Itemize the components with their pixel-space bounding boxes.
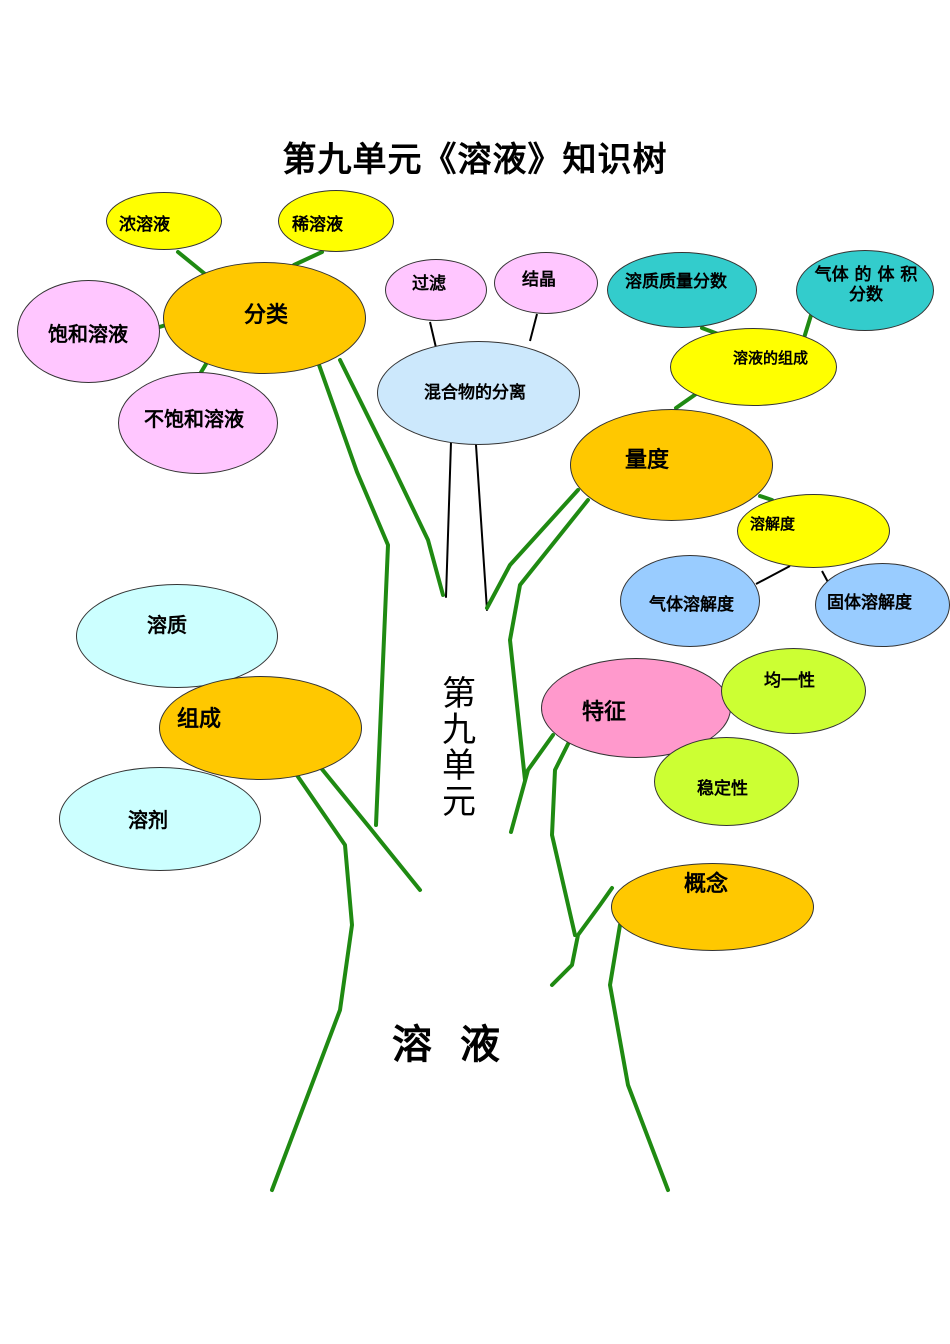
dilute-solution-node[interactable]: 稀溶液 (278, 190, 394, 252)
feature-branch-2 (550, 738, 577, 937)
concentrated-solution-node[interactable]: 浓溶液 (106, 192, 222, 250)
solid-solubility-node[interactable]: 固体溶解度 (815, 563, 950, 647)
unit-label: 第九单元 (442, 674, 476, 822)
saturated-solution-node[interactable]: 饱和溶液 (17, 280, 160, 383)
saturated-solution-label: 饱和溶液 (48, 322, 128, 346)
concept-node[interactable]: 概念 (611, 863, 814, 951)
gas-solubility-label: 气体溶解度 (649, 595, 734, 615)
classification-branch-1 (316, 360, 390, 827)
stability-label: 稳定性 (697, 779, 748, 799)
composition-of-solution-label: 溶液的组成 (733, 349, 809, 367)
solute-node[interactable]: 溶质 (76, 584, 278, 688)
classification-label: 分类 (244, 303, 289, 328)
twig-dilute (292, 250, 324, 267)
feature-branch-1 (509, 733, 555, 834)
solubility-node[interactable]: 溶解度 (737, 494, 890, 568)
uniformity-label: 均一性 (764, 671, 815, 691)
gas-solubility-node[interactable]: 气体溶解度 (620, 555, 760, 647)
solubility-label: 溶解度 (750, 515, 796, 533)
solid-solubility-label: 固体溶解度 (827, 593, 912, 613)
separation-line-left (445, 441, 452, 598)
filtration-label: 过滤 (412, 274, 446, 294)
crystallization-node[interactable]: 结晶 (494, 252, 598, 314)
trunk-left-branch (270, 766, 354, 1192)
composition-node[interactable]: 组成 (159, 676, 362, 780)
twig-composition-of-solution (674, 392, 698, 410)
filtration-node[interactable]: 过滤 (385, 259, 487, 321)
uniformity-node[interactable]: 均一性 (721, 648, 866, 734)
twig-gas-volume (802, 310, 814, 340)
mixture-separation-node[interactable]: 混合物的分离 (377, 341, 580, 445)
gas-volume-fraction-node[interactable]: 气体 的 体 积 分数 (796, 250, 934, 331)
classification-node[interactable]: 分类 (163, 262, 366, 374)
line-gas-solubility (755, 565, 791, 585)
solvent-label: 溶剂 (128, 808, 168, 832)
concentrated-solution-label: 浓溶液 (119, 215, 170, 235)
separation-line-right (475, 444, 488, 611)
measure-label: 量度 (625, 448, 670, 473)
solvent-node[interactable]: 溶剂 (59, 767, 261, 871)
measure-node[interactable]: 量度 (570, 409, 773, 521)
composition-label: 组成 (177, 707, 222, 732)
feature-label: 特征 (582, 700, 627, 725)
crystallization-label: 结晶 (522, 270, 556, 290)
mixture-separation-label: 混合物的分离 (424, 383, 526, 403)
trunk-label: 溶液 (392, 1022, 528, 1068)
concept-branch (550, 886, 614, 987)
classification-branch-2 (338, 358, 445, 597)
measure-branch-1 (485, 488, 580, 610)
line-crystallization (529, 313, 538, 342)
concept-label: 概念 (684, 872, 729, 897)
composition-branch (306, 750, 422, 892)
unsaturated-solution-node[interactable]: 不饱和溶液 (118, 372, 278, 474)
gas-volume-fraction-label: 气体 的 体 积 分数 (814, 265, 918, 305)
solute-label: 溶质 (147, 613, 187, 637)
mass-fraction-node[interactable]: 溶质质量分数 (607, 252, 757, 328)
unsaturated-solution-label: 不饱和溶液 (144, 407, 244, 431)
mass-fraction-label: 溶质质量分数 (625, 272, 727, 292)
twig-concentrated (176, 250, 207, 276)
stability-node[interactable]: 稳定性 (654, 737, 799, 826)
trunk-right-branch (608, 923, 670, 1192)
composition-of-solution-node[interactable]: 溶液的组成 (670, 328, 837, 406)
dilute-solution-label: 稀溶液 (292, 215, 343, 235)
page-title: 第九单元《溶液》知识树 (282, 140, 668, 180)
measure-branch-2 (508, 498, 590, 782)
